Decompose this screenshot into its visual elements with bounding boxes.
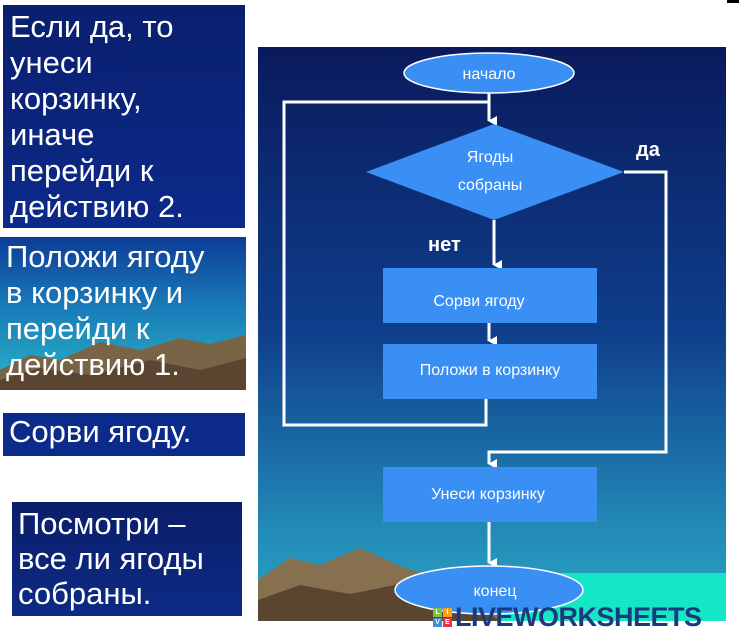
card-if-yes[interactable]: Если да, то унеси корзинку, иначе перейд…: [3, 5, 245, 228]
live-logo-icon: L I V E: [433, 607, 452, 627]
card-check-berries[interactable]: Посмотри – все ли ягоды собраны.: [12, 502, 242, 616]
step-pick-berry: [383, 268, 597, 323]
watermark-text: LIVEWORKSHEETS: [455, 602, 702, 632]
card-text: Положи ягоду в корзинку и перейди к дейс…: [6, 239, 205, 382]
mountains-image: [0, 335, 246, 390]
yes-label: да: [636, 139, 661, 161]
corner-mark: [727, 0, 739, 3]
decision-diamond: [366, 124, 624, 220]
liveworksheets-watermark: L I V E LIVEWORKSHEETS: [433, 603, 702, 631]
card-text: Если да, то унеси корзинку, иначе перейд…: [10, 9, 184, 224]
start-label: начало: [462, 66, 515, 83]
card-text: Посмотри – все ли ягоды собраны.: [18, 506, 204, 611]
card-pick-berry[interactable]: Сорви ягоду.: [3, 413, 245, 456]
card-text: Сорви ягоду.: [9, 414, 192, 449]
step-pick-berry-label: Сорви ягоду: [433, 293, 524, 310]
step-carry-basket: [383, 467, 597, 522]
start-terminal: [403, 52, 575, 94]
end-terminal: [394, 565, 584, 615]
step-carry-basket-label: Унеси корзинку: [431, 486, 545, 503]
step-put-in-basket-label: Положи в корзинку: [420, 362, 560, 379]
no-label: нет: [428, 234, 461, 256]
end-label: конец: [474, 583, 517, 600]
step-put-in-basket: [383, 344, 597, 399]
decision-label-2: собраны: [458, 177, 522, 194]
card-put-berry[interactable]: Положи ягоду в корзинку и перейди к дейс…: [0, 237, 246, 390]
flowchart: начало Ягоды собраны да нет Сорви ягоду …: [258, 47, 726, 621]
decision-label-1: Ягоды: [467, 149, 513, 166]
